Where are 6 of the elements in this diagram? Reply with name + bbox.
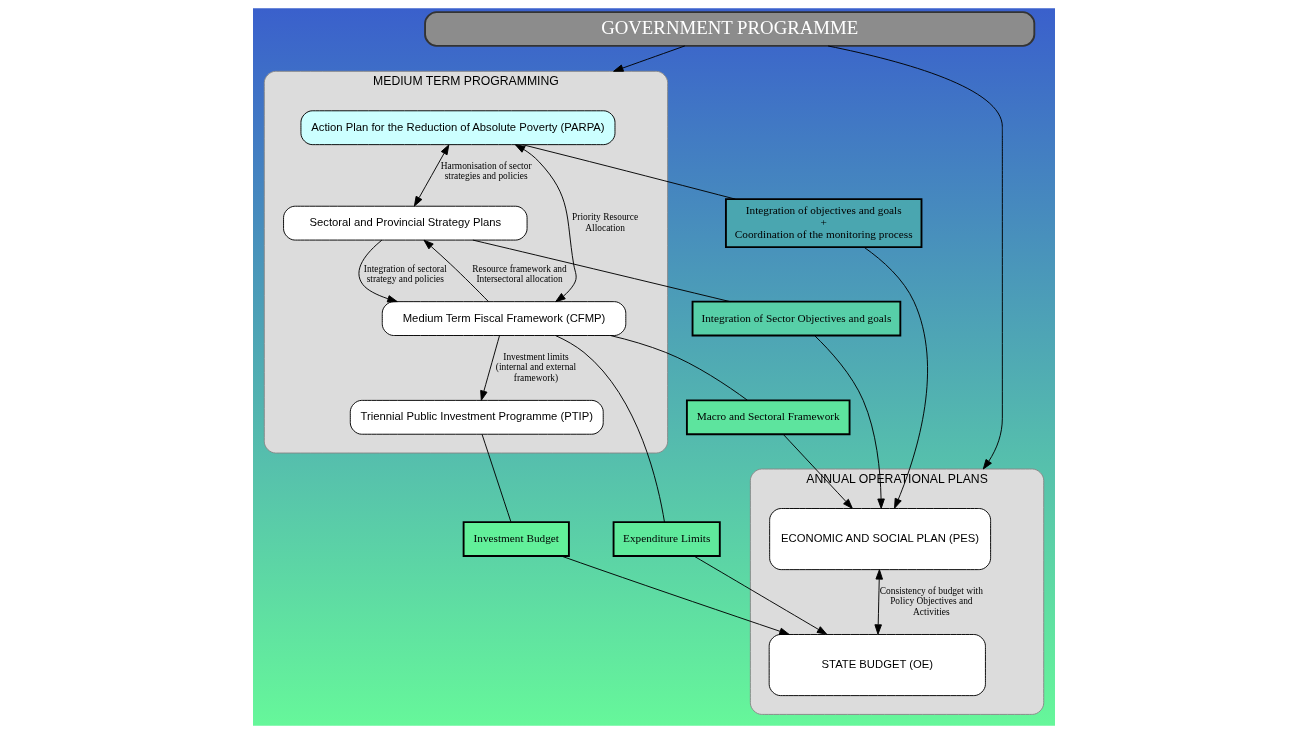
edge-label: Resource framework and Intersectoral allocation	[472, 263, 567, 284]
edge-label: Priority Resource Allocation	[572, 212, 639, 233]
edge-label: Consistency of budget with Policy Objectives and Activities	[879, 586, 983, 617]
edge-label: Integration of sectoral strategy and policies	[363, 263, 447, 284]
edge-label: Investment limits (internal and external framework)	[495, 351, 577, 383]
edge-label: Harmonisation of sector strategies and policies	[440, 161, 532, 182]
